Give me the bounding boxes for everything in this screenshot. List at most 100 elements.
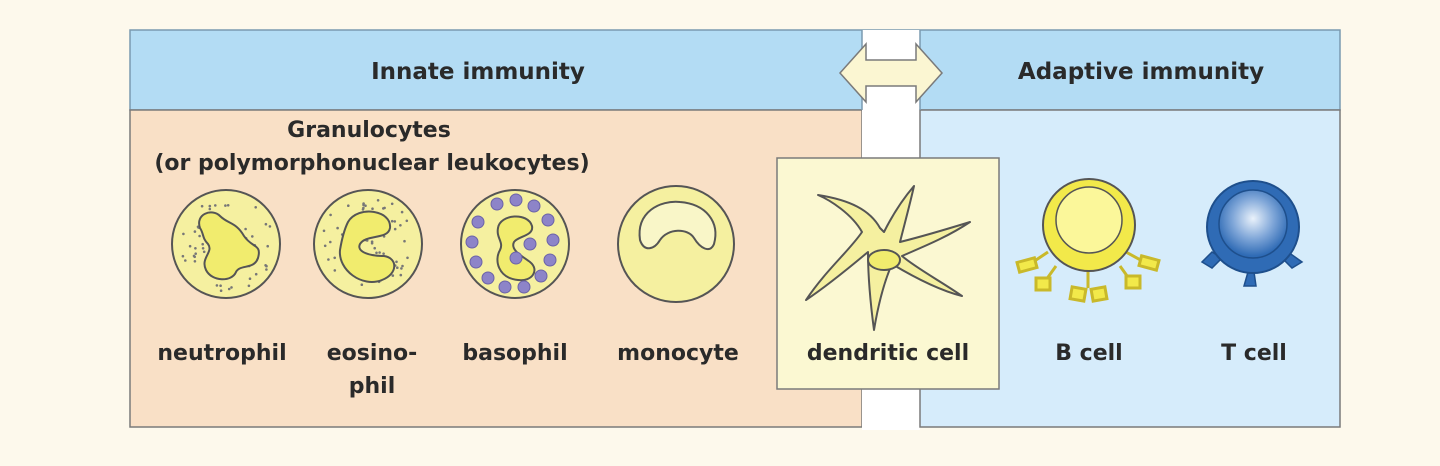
b-cell-icon — [1015, 178, 1161, 303]
speckle-dot — [188, 244, 192, 248]
speckle-dot — [193, 230, 197, 233]
speckle-dot — [406, 256, 409, 260]
speckle-dot — [382, 207, 385, 210]
basophil-label: basophil — [462, 341, 567, 366]
granulocytes-title: Granulocytes — [287, 118, 451, 143]
speckle-dot — [393, 220, 397, 223]
speckle-dot — [361, 208, 365, 211]
speckle-dot — [376, 199, 380, 202]
speckle-dot — [322, 229, 326, 233]
speckle-dot — [201, 247, 205, 250]
speckle-dot — [329, 213, 332, 217]
speckle-dot — [333, 269, 337, 272]
header-band — [129, 29, 1341, 111]
speckle-dot — [254, 206, 257, 209]
granule-dot — [481, 271, 495, 285]
speckle-dot — [202, 250, 206, 254]
speckle-dot — [373, 246, 377, 250]
speckle-dot — [360, 283, 364, 287]
speckle-dot — [184, 259, 187, 262]
speckle-dot — [265, 268, 268, 271]
speckle-dot — [400, 210, 404, 214]
speckle-dot — [266, 244, 270, 248]
eosinophil-icon — [313, 189, 423, 299]
speckle-dot — [405, 219, 409, 223]
granule-dot — [498, 280, 512, 294]
speckle-dot — [329, 240, 332, 244]
speckle-dot — [399, 224, 402, 227]
granule-dot — [546, 233, 560, 247]
speckle-dot — [323, 244, 327, 248]
basophil-icon — [460, 189, 570, 299]
speckle-dot — [333, 256, 337, 260]
eosinophil-label-line2: phil — [349, 374, 396, 399]
neutrophil-icon — [171, 189, 281, 299]
speckle-dot — [193, 255, 196, 259]
speckle-dot — [230, 286, 233, 289]
speckle-dot — [396, 266, 399, 270]
speckle-dot — [403, 239, 406, 243]
speckle-dot — [244, 227, 247, 231]
speckle-dot — [390, 202, 394, 206]
speckle-dot — [194, 252, 197, 255]
speckle-dot — [378, 251, 381, 254]
double-arrow-icon — [838, 42, 944, 104]
speckle-dot — [227, 287, 231, 291]
granule-dot — [523, 237, 537, 251]
speckle-dot — [264, 222, 268, 226]
innate-immunity-title: Innate immunity — [371, 59, 585, 85]
speckle-dot — [393, 227, 397, 231]
granule-dot — [465, 235, 479, 249]
granulocytes-subtitle: (or polymorphonuclear leukocytes) — [154, 151, 589, 176]
granule-dot — [509, 193, 523, 207]
speckle-dot — [401, 264, 404, 268]
adaptive-immunity-title: Adaptive immunity — [1018, 59, 1264, 85]
speckle-dot — [347, 204, 350, 207]
speckle-dot — [327, 258, 330, 261]
speckle-dot — [375, 251, 378, 255]
granule-dot — [490, 197, 504, 211]
granule-dot — [543, 253, 557, 267]
speckle-dot — [214, 204, 217, 207]
speckle-dot — [268, 225, 272, 228]
speckle-dot — [371, 207, 374, 210]
speckle-dot — [362, 202, 365, 205]
t-cell-label: T cell — [1221, 341, 1287, 366]
speckle-dot — [226, 204, 230, 207]
b-cell-label: B cell — [1055, 341, 1122, 366]
granule-dot — [517, 280, 531, 294]
speckle-dot — [390, 219, 394, 223]
speckle-dot — [265, 264, 268, 268]
speckle-dot — [219, 289, 223, 293]
granule-dot — [469, 255, 483, 269]
speckle-dot — [219, 284, 222, 288]
granule-dot — [534, 269, 548, 283]
speckle-dot — [247, 284, 251, 288]
speckle-dot — [215, 284, 219, 287]
dendritic-cell-icon — [805, 185, 971, 331]
speckle-dot — [181, 254, 185, 258]
speckle-dot — [182, 232, 185, 236]
granule-dot — [527, 199, 541, 213]
granule-dot — [541, 213, 555, 227]
eosinophil-label-line1: eosino- — [327, 341, 418, 366]
monocyte-icon — [617, 185, 735, 303]
granule-dot — [509, 251, 523, 265]
speckle-dot — [364, 204, 367, 207]
speckle-dot — [208, 204, 212, 208]
speckle-dot — [370, 240, 374, 243]
speckle-dot — [251, 235, 254, 238]
speckle-dot — [391, 274, 395, 277]
monocyte-label: monocyte — [617, 341, 739, 366]
speckle-dot — [382, 252, 385, 255]
speckle-dot — [200, 204, 204, 208]
speckle-dot — [208, 207, 212, 211]
speckle-dot — [193, 260, 197, 263]
speckle-dot — [336, 226, 339, 230]
speckle-dot — [201, 242, 204, 246]
speckle-dot — [254, 272, 258, 276]
speckle-dot — [399, 273, 403, 277]
speckle-dot — [395, 260, 398, 264]
speckle-dot — [248, 277, 252, 281]
